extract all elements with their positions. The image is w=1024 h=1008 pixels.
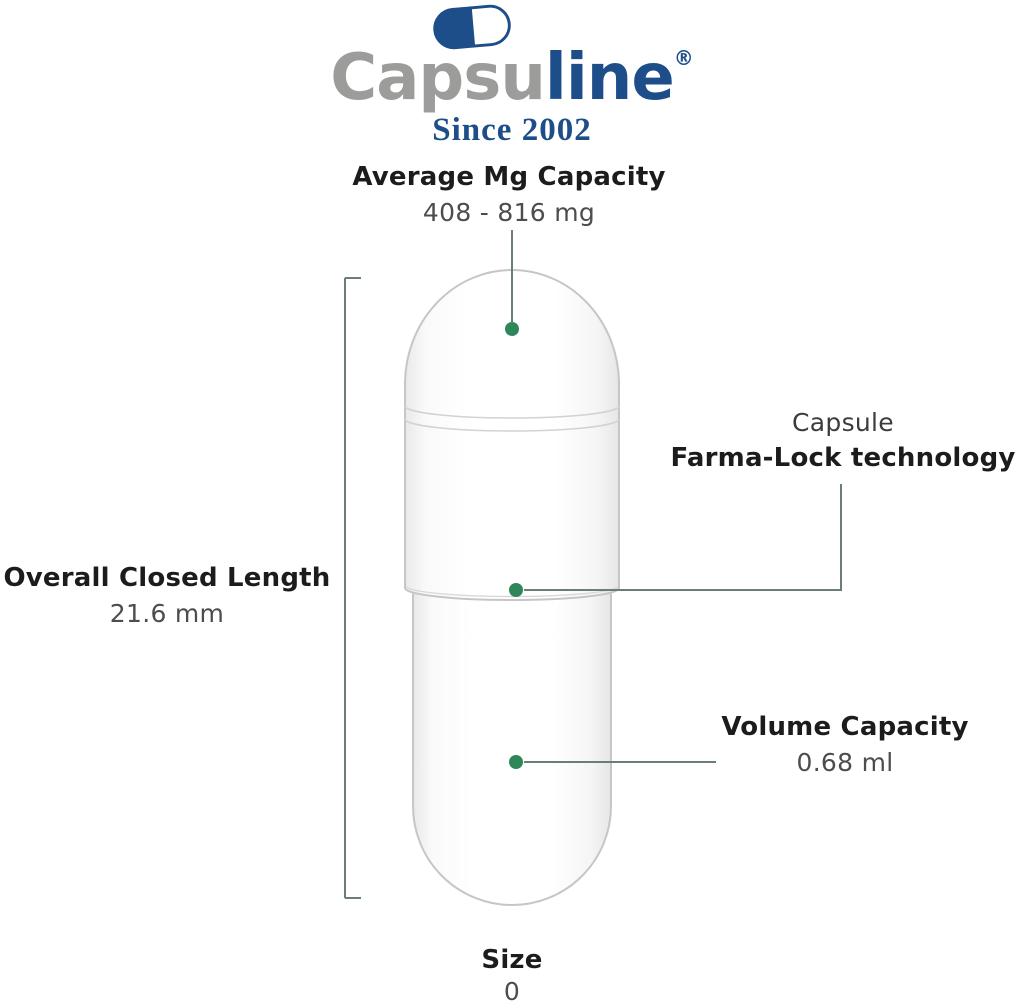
green-dot-farma-lock xyxy=(509,583,523,597)
brand-name-blue: line xyxy=(544,41,675,115)
green-dot-avg-capacity xyxy=(505,322,519,336)
size-value: 0 xyxy=(503,977,521,1006)
brand-logo: Capsuline® Since 2002 xyxy=(232,4,792,149)
avg-capacity-label: Average Mg Capacity xyxy=(352,162,666,192)
farma-lock-annotation: Capsule Farma-Lock technology xyxy=(670,408,1015,473)
lock-ring-line-lower xyxy=(404,418,620,432)
volume-value: 0.68 ml xyxy=(796,748,894,777)
green-dot-volume xyxy=(509,755,523,769)
overall-length-value: 21.6 mm xyxy=(109,599,225,628)
capsule-cap xyxy=(404,269,620,601)
volume-label: Volume Capacity xyxy=(721,712,969,742)
size-annotation: Size 0 xyxy=(481,945,542,1006)
cap-edge-line xyxy=(405,586,619,598)
size-label: Size xyxy=(481,945,543,975)
farma-lock-line2: Farma-Lock technology xyxy=(670,443,1016,473)
brand-name-gray: Capsu xyxy=(330,41,546,115)
measurement-bracket-length xyxy=(344,277,361,899)
registered-mark: ® xyxy=(673,46,694,70)
pointer-farma-lock xyxy=(524,484,842,591)
volume-annotation: Volume Capacity 0.68 ml xyxy=(721,712,968,777)
brand-tagline: Since 2002 xyxy=(432,112,592,148)
capsule-graphic xyxy=(404,269,620,906)
lock-ring-line-upper xyxy=(404,405,620,419)
overall-length-label: Overall Closed Length xyxy=(3,563,331,593)
brand-name: Capsuline® xyxy=(232,46,792,110)
avg-capacity-annotation: Average Mg Capacity 408 - 816 mg xyxy=(352,162,665,227)
capsule-pill-icon xyxy=(433,4,511,50)
overall-length-annotation: Overall Closed Length 21.6 mm xyxy=(3,563,330,628)
farma-lock-line1: Capsule xyxy=(792,408,894,437)
avg-capacity-value: 408 - 816 mg xyxy=(422,198,596,227)
